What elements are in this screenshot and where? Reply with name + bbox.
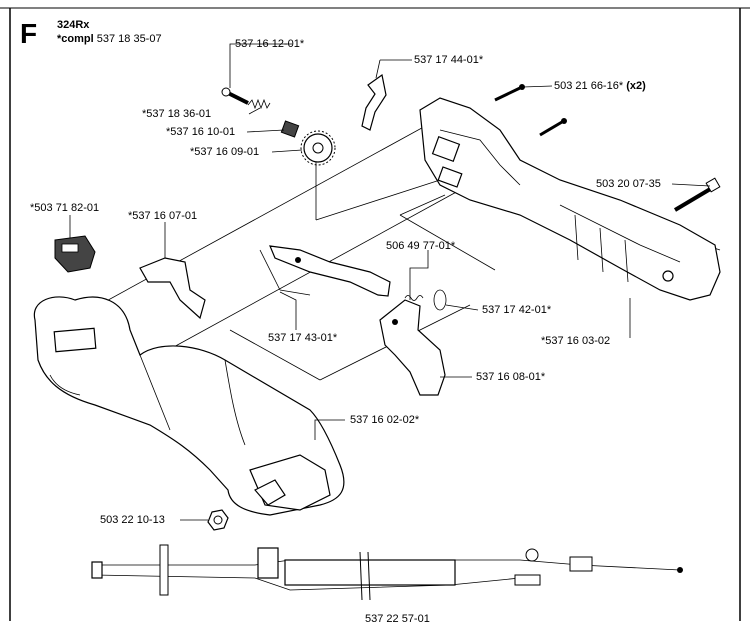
trigger-ring-part [433,289,447,311]
leader-lines [69,43,711,521]
section-letter: F [20,18,38,49]
hex-nut-part [207,509,229,531]
housing-screws-part [494,84,567,137]
adjuster-nut-part [280,120,300,138]
label-503-22-10-13: 503 22 10-13 [100,514,165,526]
label-503-21-66-16-number: 503 21 66-16* [554,80,624,92]
label-537-16-12-01: 537 16 12-01* [235,38,305,50]
adjuster-spring-part [247,98,271,110]
label-503-21-66-16: 503 21 66-16* (x2) [554,80,646,92]
adjuster-wheel-part [300,130,336,166]
model-name: 324Rx [57,19,90,31]
label-503-71-82-01: *503 71 82-01 [30,202,100,214]
adjuster-screw-part [221,87,249,105]
label-537-17-43-01: 537 17 43-01* [268,332,338,344]
throttle-lockout-part [139,257,206,320]
label-537-16-09-01: *537 16 09-01 [190,146,260,158]
label-503-21-66-16-qty: (x2) [626,80,646,92]
label-537-16-07-01: *537 16 07-01 [128,210,198,222]
label-503-20-07-35: 503 20 07-35 [596,178,661,190]
label-537-16-02-02: 537 16 02-02* [350,414,420,426]
stop-switch-part [54,235,96,273]
handle-housing-part [419,97,721,301]
label-506-49-77-01: 506 49 77-01* [386,240,456,252]
compl-prefix: *compl [57,33,94,45]
label-537-16-08-01: 537 16 08-01* [476,371,546,383]
label-537-16-03-02: *537 16 03-02 [541,335,611,347]
long-screw-part [673,177,721,212]
spring-clip-part [361,73,387,131]
throttle-rod-part [269,245,391,297]
label-537-22-57-01: 537 22 57-01 [365,613,430,625]
label-537-17-42-01: 537 17 42-01* [482,304,552,316]
label-537-16-10-01: *537 16 10-01 [166,126,236,138]
compl-number: 537 18 35-07 [96,33,162,45]
throttle-cable-part [91,544,683,601]
rear-handle-part [33,296,345,516]
trigger-spring-part [404,295,424,301]
complete-assembly-number: *compl 537 18 35-07 [57,33,162,45]
label-537-17-44-01: 537 17 44-01* [414,54,484,66]
throttle-trigger-part [379,299,446,396]
label-537-18-36-01: *537 18 36-01 [142,108,212,120]
